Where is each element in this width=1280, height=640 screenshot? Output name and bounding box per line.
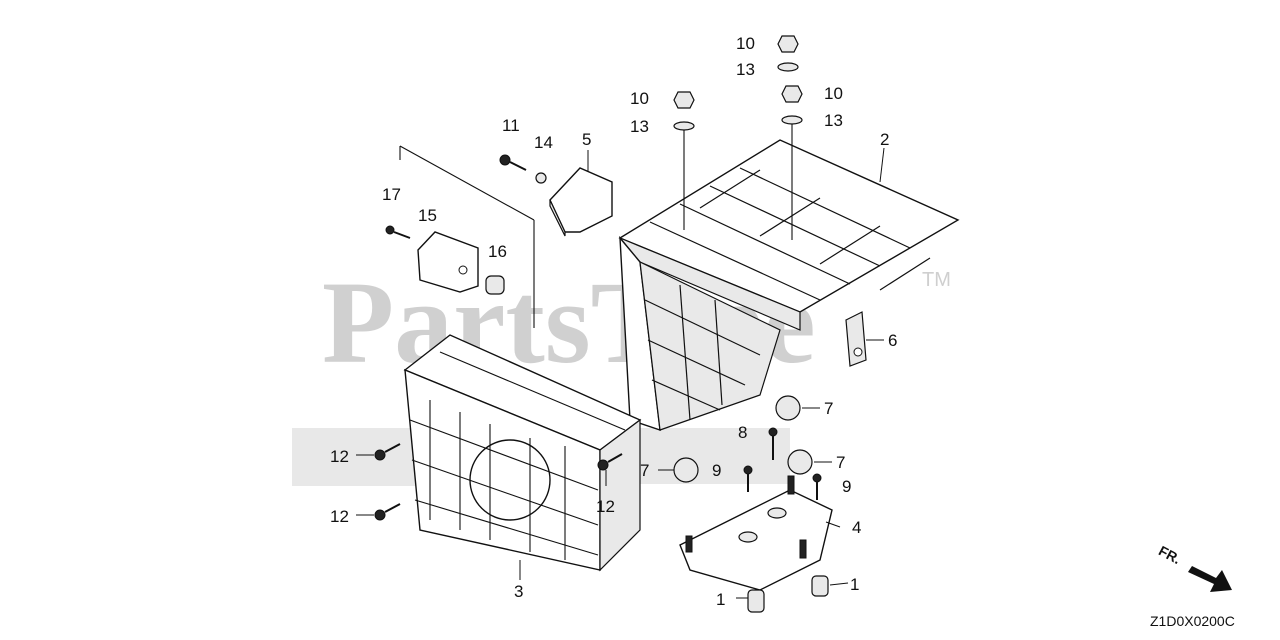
part-2-frame bbox=[618, 139, 960, 432]
watermark-tm: TM bbox=[922, 269, 951, 291]
part-16-collar bbox=[485, 275, 505, 295]
nuts-washers bbox=[673, 35, 803, 240]
front-arrow-icon: FR. bbox=[1156, 542, 1232, 592]
callout-13a: 13 bbox=[630, 117, 649, 136]
callout-12a: 12 bbox=[330, 447, 349, 466]
callout-4: 4 bbox=[852, 518, 861, 537]
callout-9a: 9 bbox=[712, 461, 721, 480]
callout-17: 17 bbox=[382, 185, 401, 204]
part-5-clamp bbox=[549, 167, 613, 237]
callout-13b: 13 bbox=[736, 60, 755, 79]
part-7-mounts bbox=[673, 395, 813, 483]
callout-12c: 12 bbox=[596, 497, 615, 516]
callout-9b: 9 bbox=[842, 477, 851, 496]
callout-10a: 10 bbox=[630, 89, 649, 108]
part-1-spacers bbox=[747, 575, 829, 613]
part-6-bracket bbox=[845, 311, 867, 367]
callout-11: 11 bbox=[502, 116, 520, 135]
callout-16: 16 bbox=[488, 242, 507, 261]
callout-1a: 1 bbox=[716, 590, 725, 609]
plate-studs bbox=[685, 475, 807, 559]
diagram-code: Z1D0X0200C bbox=[1150, 613, 1235, 629]
callout-3: 3 bbox=[514, 582, 523, 601]
callout-13c: 13 bbox=[824, 111, 843, 130]
callout-5: 5 bbox=[582, 130, 591, 149]
part-3-cover bbox=[403, 334, 642, 572]
callout-12b: 12 bbox=[330, 507, 349, 526]
callout-10b: 10 bbox=[736, 34, 755, 53]
callout-7a: 7 bbox=[824, 399, 833, 418]
callout-7b: 7 bbox=[836, 453, 845, 472]
callouts: 1 1 2 3 4 5 6 7 7 7 8 9 9 10 10 10 11 12… bbox=[330, 34, 897, 609]
part-15-clamp bbox=[417, 231, 479, 293]
callout-15: 15 bbox=[418, 206, 437, 225]
callout-1b: 1 bbox=[850, 575, 859, 594]
callout-6: 6 bbox=[888, 331, 897, 350]
fasteners bbox=[374, 154, 822, 521]
bracket-outline bbox=[399, 145, 535, 328]
front-marker-label: FR. bbox=[1156, 542, 1183, 567]
callout-7c: 7 bbox=[640, 461, 649, 480]
callout-10c: 10 bbox=[824, 84, 843, 103]
leader-lines bbox=[356, 147, 885, 599]
callout-8: 8 bbox=[738, 423, 747, 442]
callout-14: 14 bbox=[534, 133, 553, 152]
part-4-plate bbox=[679, 489, 833, 591]
callout-2: 2 bbox=[880, 130, 889, 149]
